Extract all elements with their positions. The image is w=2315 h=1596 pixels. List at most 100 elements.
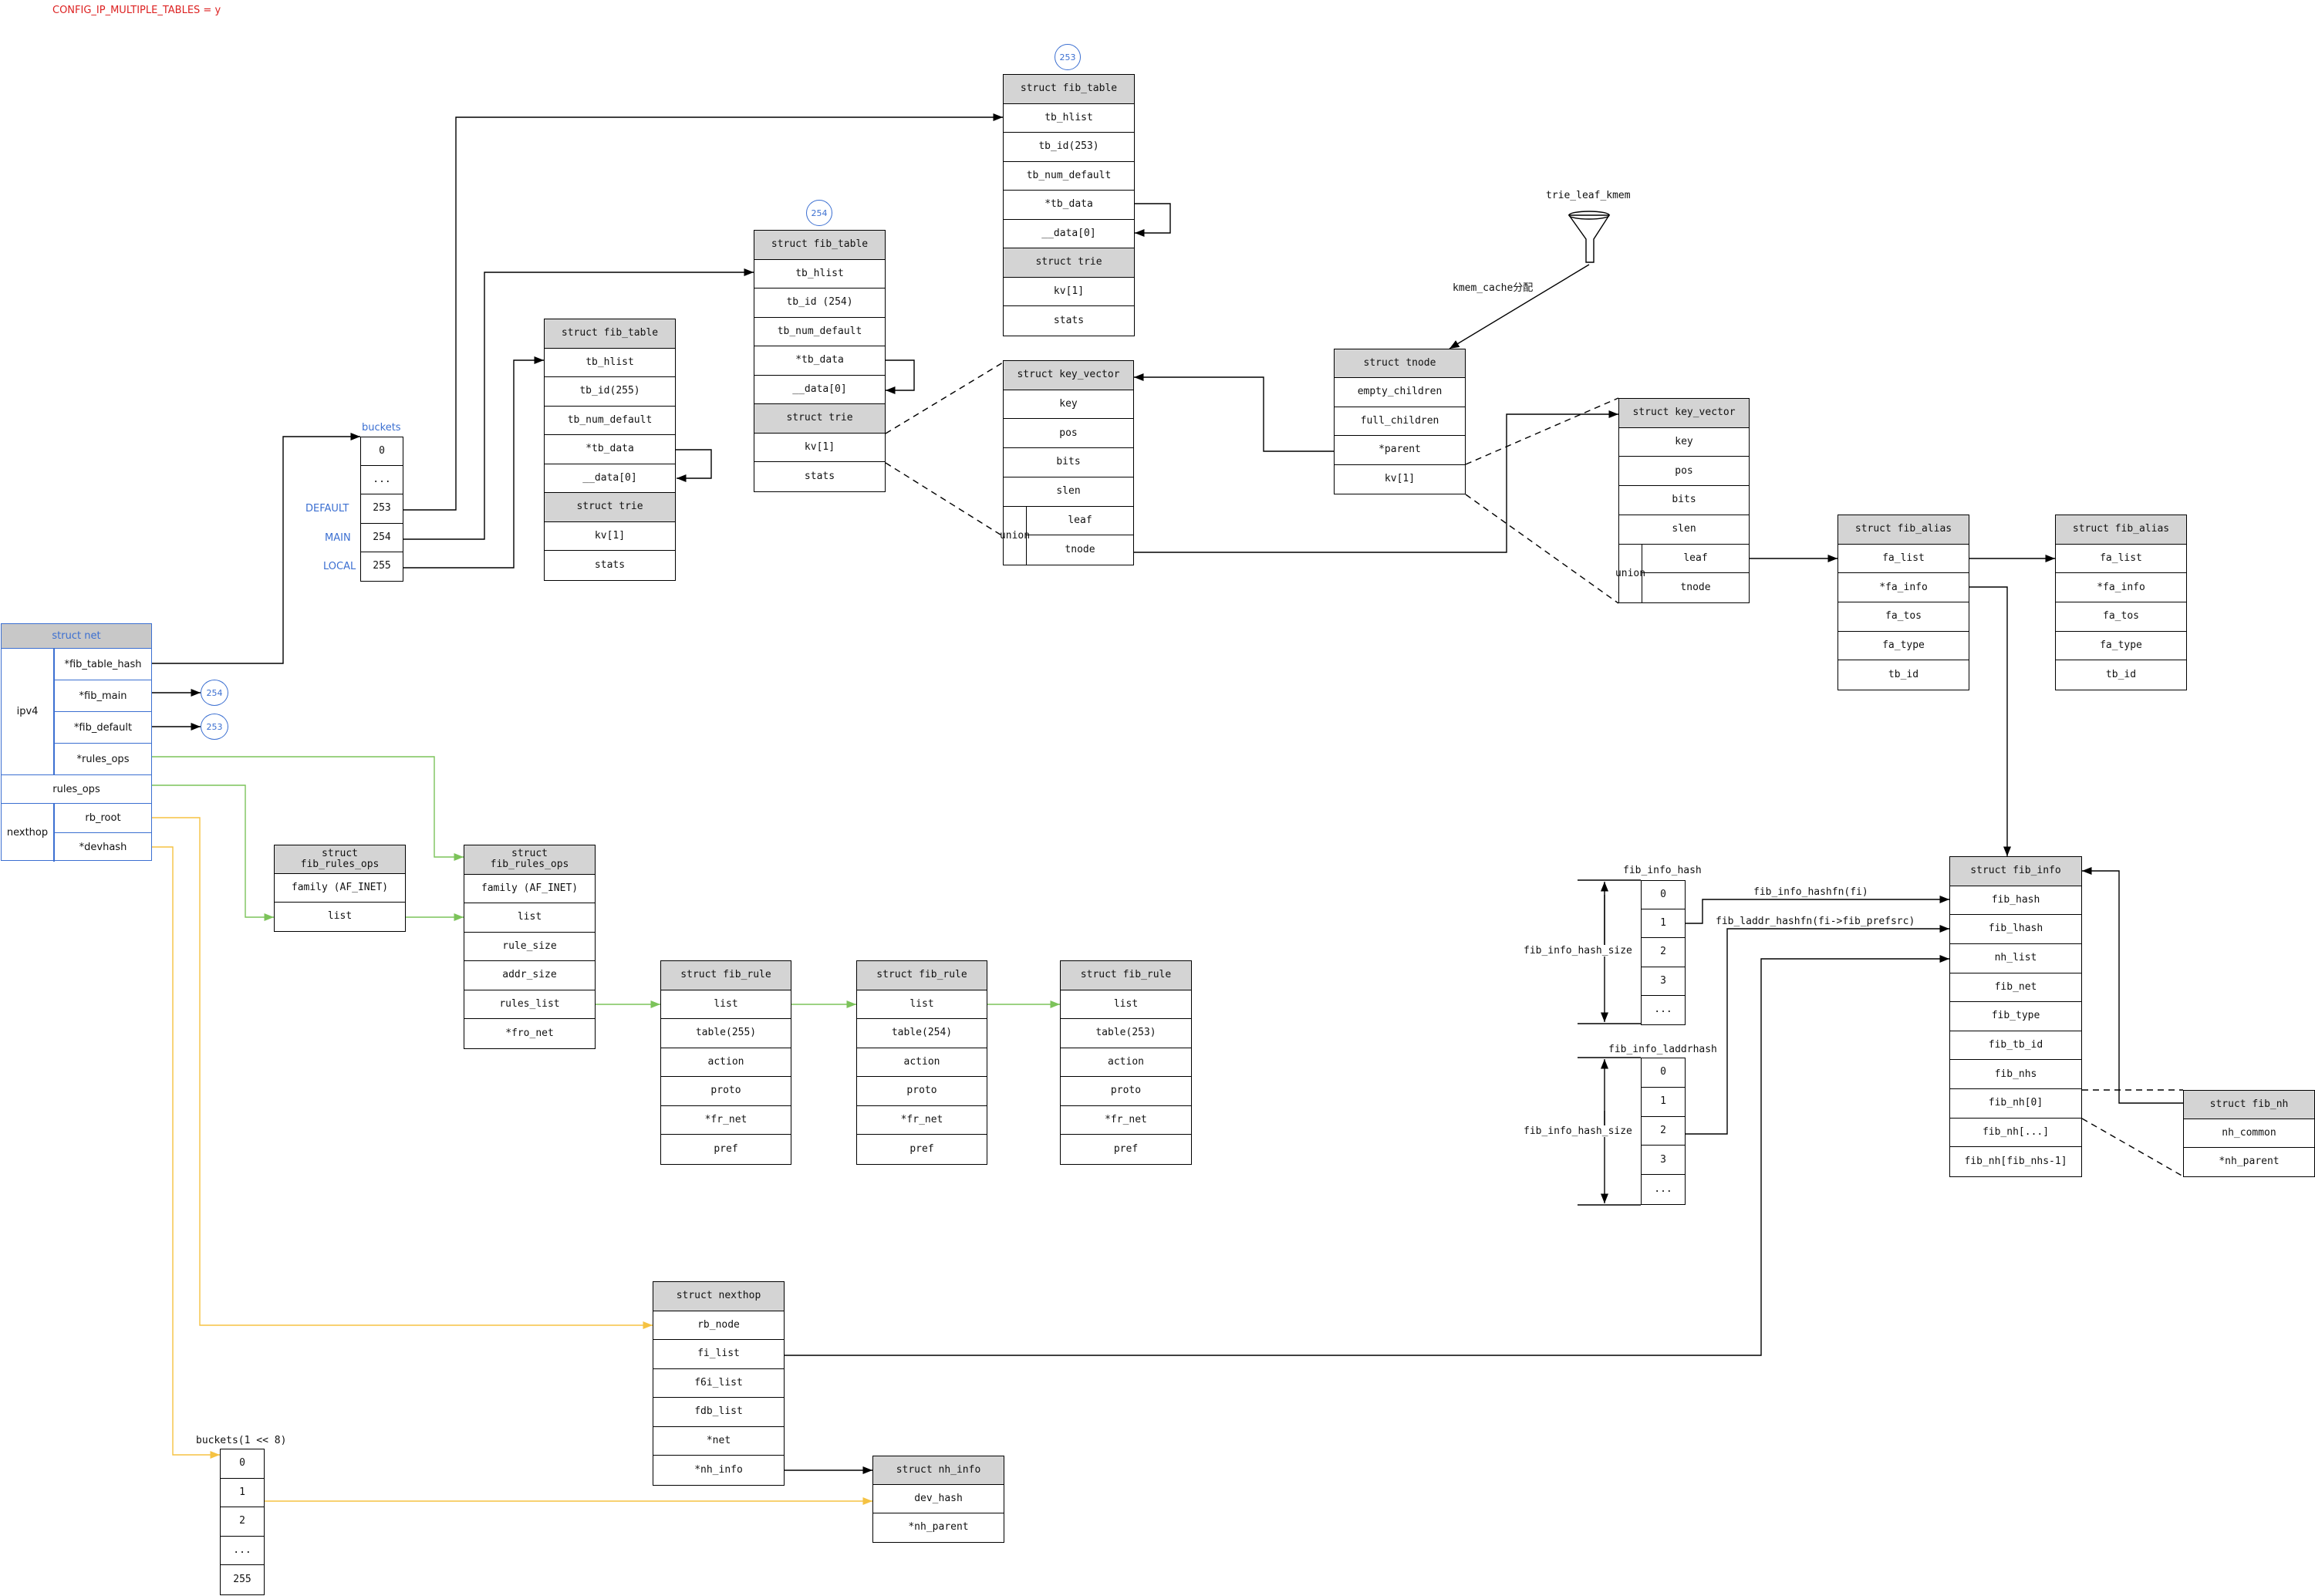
field-slen: slen — [1004, 477, 1133, 507]
field-fa-list: fa_list — [2056, 545, 2186, 574]
wire-tbdata-253 — [1134, 203, 1171, 238]
field-stats: stats — [1053, 315, 1085, 327]
wire-tbdata-255 — [676, 449, 712, 483]
field-fa-tos: fa_tos — [1838, 602, 1969, 632]
array-cell-255: 255 — [233, 1574, 251, 1586]
wire-bucket-253 — [403, 113, 1003, 511]
field-fib-main: *fib_main — [54, 680, 151, 712]
field-pos: pos — [1619, 457, 1749, 487]
badge-253: 253 — [1055, 44, 1081, 70]
field-data-0: __data[0] — [754, 376, 885, 405]
union-field-leaf: leaf — [1027, 507, 1133, 536]
struct-title: struct fib_rule — [1061, 961, 1191, 990]
array-cell-3: 3 — [1642, 967, 1685, 996]
wire-tbdata-254 — [885, 359, 915, 395]
array-cell-1: 1 — [221, 1479, 264, 1508]
field-addr-size: addr_size — [464, 961, 595, 990]
wire-rb-root — [152, 817, 653, 1330]
field-nh-parent: *nh_parent — [2219, 1156, 2280, 1168]
field-data-0: __data[0] — [1004, 220, 1134, 249]
field-action: action — [1061, 1048, 1191, 1078]
dash-trie254-kv1-bot — [885, 462, 1004, 537]
field-proto: proto — [661, 1077, 791, 1106]
field-fa-info: *fa_info — [2056, 573, 2186, 602]
field-bits: bits — [1619, 486, 1749, 515]
field-list: list — [857, 990, 987, 1020]
field-f6i-list: f6i_list — [653, 1369, 784, 1399]
union-field-leaf: leaf — [1642, 545, 1749, 574]
field-rb-node: rb_node — [653, 1311, 784, 1341]
field-fr-net: *fr_net — [661, 1106, 791, 1135]
field-bits: bits — [1004, 448, 1133, 477]
field-nh-info: *nh_info — [694, 1464, 743, 1476]
field-fdb-list: fdb_list — [653, 1398, 784, 1427]
array-cell-cell: ... — [361, 466, 403, 495]
struct-title: struct tnode — [1335, 349, 1465, 379]
struct-title: struct fib_rules_ops — [464, 845, 595, 875]
struct-title: struct fib_nh — [2184, 1091, 2314, 1119]
field-ipv4-rules-ops: *rules_ops — [54, 744, 151, 775]
ipv4-group-label: ipv4 — [2, 649, 54, 775]
union-field-tnode: tnode — [1065, 543, 1095, 555]
field-nh-list: nh_list — [1950, 944, 2081, 973]
bucket-label-local: LOCAL — [323, 561, 356, 572]
struct-title: struct nh_info — [873, 1456, 1004, 1485]
field-fa-info: *fa_info — [1838, 573, 1969, 602]
field-tb-hlist: tb_hlist — [545, 349, 675, 378]
field-fib-nh-fib-nhs-1: fib_nh[fib_nhs-1] — [1964, 1156, 2067, 1168]
struct-title: struct fib_alias — [2056, 515, 2186, 545]
array-cell-253: 253 — [361, 494, 403, 524]
field-family-af-inet: family (AF_INET) — [464, 875, 595, 904]
field-tb-id: tb_id — [1888, 669, 1919, 680]
array-cell-3: 3 — [1642, 1146, 1685, 1176]
struct-title: struct fib_table — [545, 319, 675, 349]
field-tb-data: *tb_data — [754, 346, 885, 376]
wire-fa-info — [1969, 586, 2012, 856]
wire-ipv4-rules-ops — [152, 756, 464, 862]
array-cell-1: 1 — [1642, 1088, 1685, 1117]
field-rb-root: rb_root — [54, 804, 151, 833]
field-list: list — [1061, 990, 1191, 1020]
field-fi-list: fi_list — [653, 1340, 784, 1369]
trie-title: struct trie — [754, 404, 885, 434]
wire-net-rules-ops — [152, 785, 274, 922]
buckets-title: buckets — [362, 422, 401, 434]
dash-trie254-kv1-top — [885, 362, 1004, 434]
field-slen: slen — [1619, 515, 1749, 545]
union-label: union — [1615, 544, 1645, 602]
field-kv-1: kv[1] — [1004, 278, 1134, 307]
field-family-af-inet: family (AF_INET) — [275, 874, 405, 903]
array-cell-2: 2 — [1642, 938, 1685, 967]
struct-net-title: struct net — [2, 624, 151, 649]
field-tb-id-253: tb_id(253) — [1004, 133, 1134, 162]
wire-bucket-255 — [403, 356, 544, 569]
kmem-alloc-label: kmem_cache分配 — [1453, 282, 1534, 294]
field-dev-hash: dev_hash — [873, 1485, 1004, 1513]
field-empty-children: empty_children — [1335, 378, 1465, 407]
wire-devhash — [152, 846, 220, 1459]
field-fr-net: *fr_net — [857, 1106, 987, 1135]
field-tb-id: tb_id — [2105, 669, 2137, 680]
field-tb-id-255: tb_id(255) — [545, 377, 675, 407]
wire-tnode-parent — [1134, 373, 1334, 452]
array-cell-cell: ... — [1654, 1183, 1672, 1195]
field-table-254: table(254) — [857, 1019, 987, 1048]
array-cell-255: 255 — [373, 560, 391, 572]
field-fib-default: *fib_default — [54, 712, 151, 744]
trie-title: struct trie — [1004, 248, 1134, 278]
field-pref: pref — [909, 1143, 934, 1156]
struct-net: struct net ipv4 *fib_table_hash *fib_mai… — [1, 623, 152, 862]
dash-tnode-kv2-top — [1465, 397, 1619, 465]
wire-laddrhash-bucket2 — [1686, 924, 1949, 1135]
fib-info-hash-size-label: fib_info_hash_size — [1524, 945, 1632, 957]
field-fa-type: fa_type — [1838, 632, 1969, 661]
field-table-253: table(253) — [1061, 1019, 1191, 1048]
